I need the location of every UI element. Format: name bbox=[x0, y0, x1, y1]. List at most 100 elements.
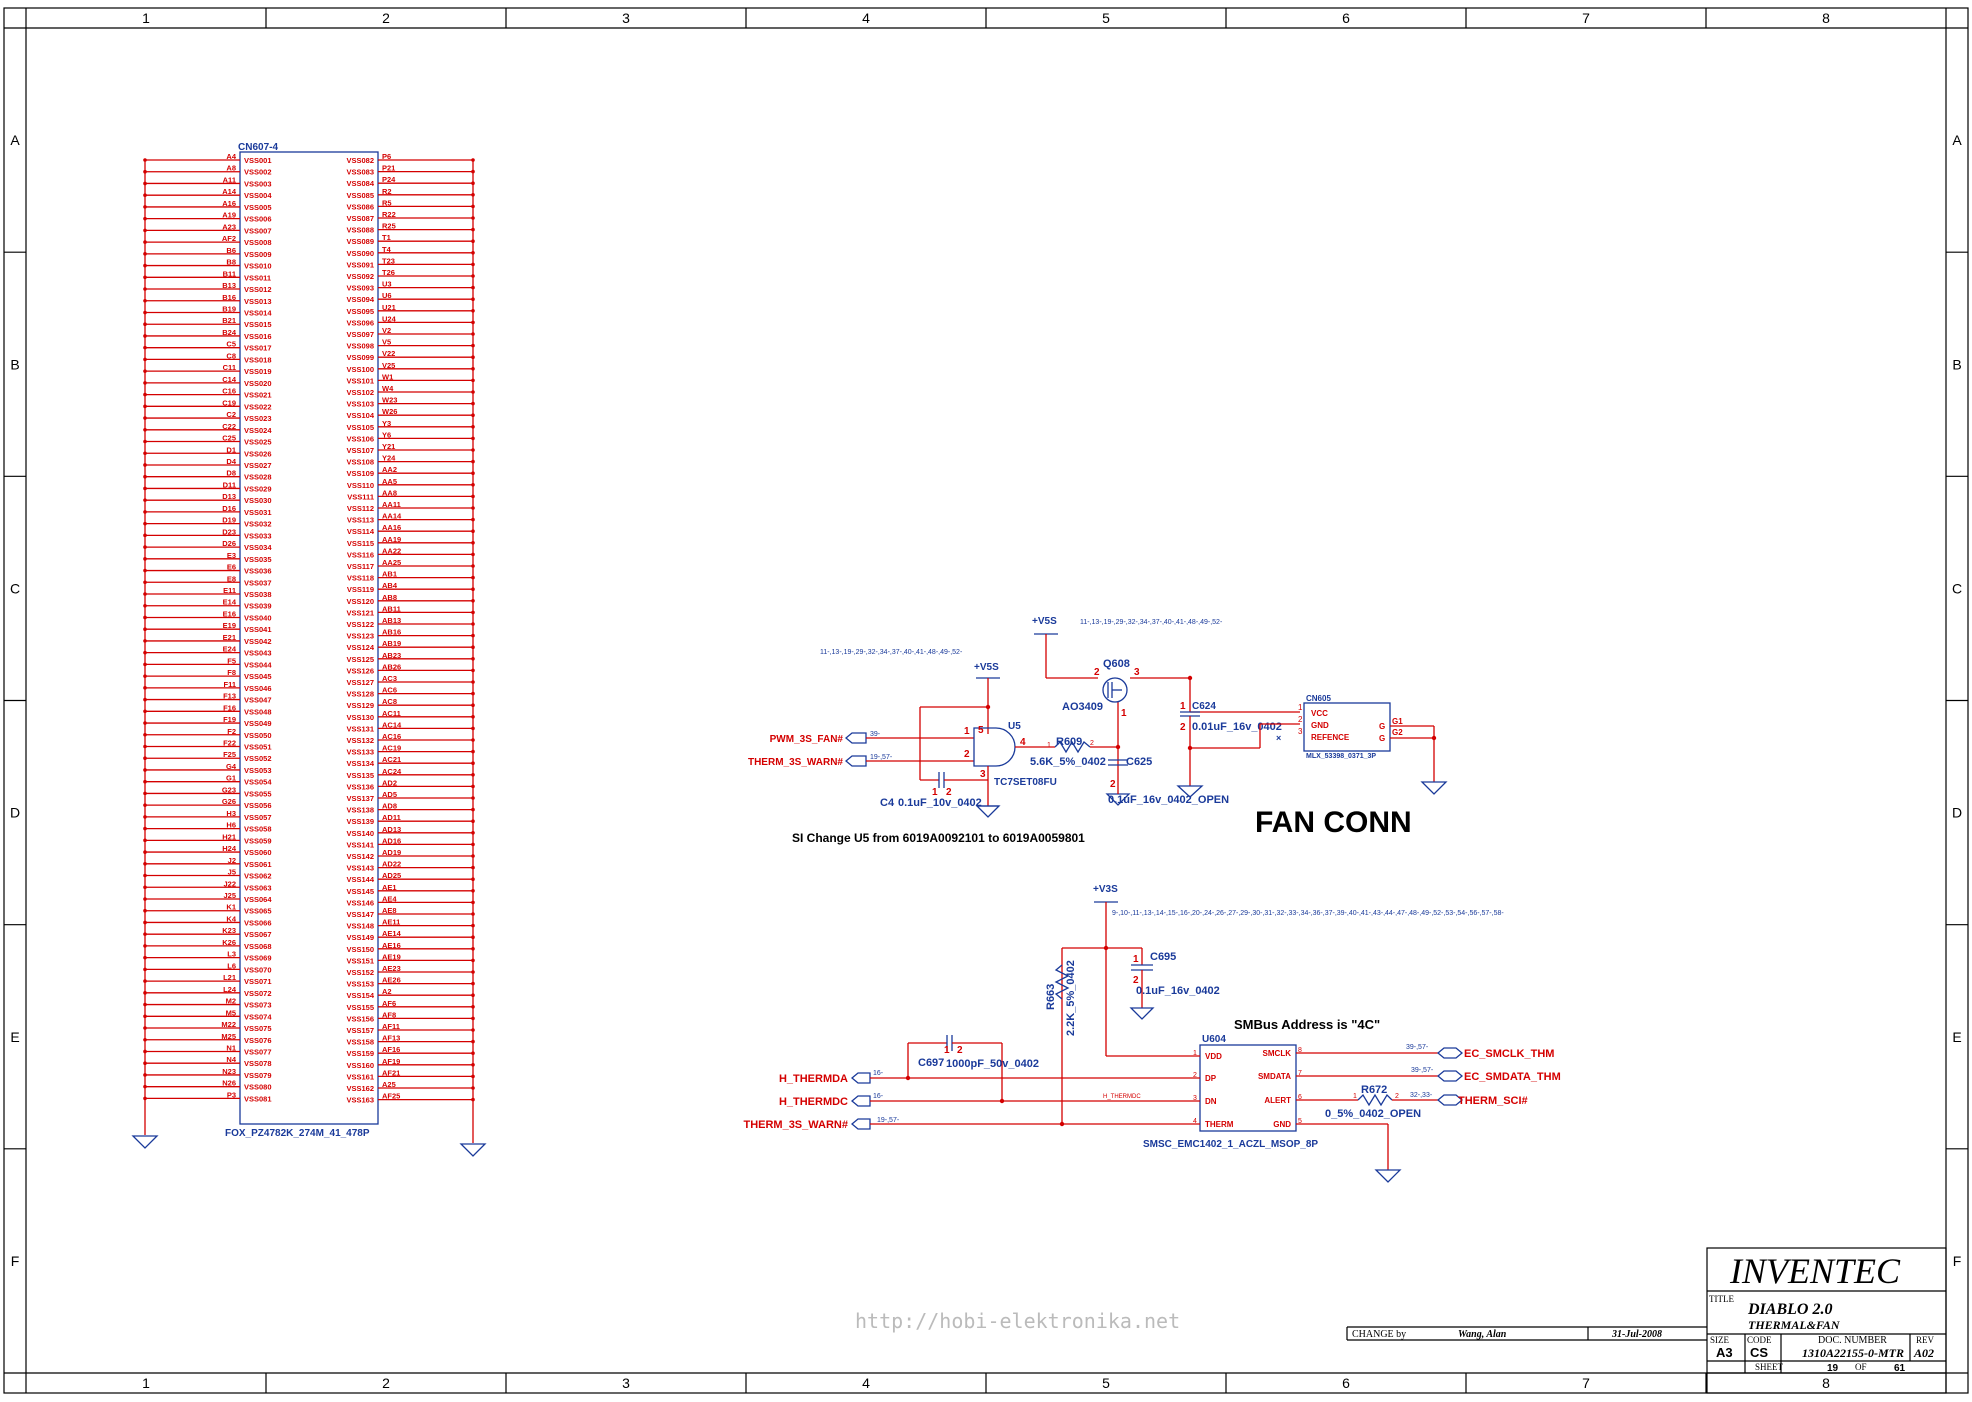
row-label-right: E bbox=[1952, 1029, 1961, 1045]
cn607-right-net: VSS136 bbox=[346, 782, 374, 791]
row-label-right: C bbox=[1952, 580, 1962, 596]
cn607-right-pin: T23 bbox=[382, 256, 395, 265]
cn607-right-net: VSS100 bbox=[346, 365, 374, 374]
cn607-left-pin: L6 bbox=[227, 961, 236, 970]
change-by-name: Wang, Alan bbox=[1458, 1329, 1507, 1340]
cn605-part: MLX_53398_0371_3P bbox=[1306, 753, 1376, 760]
cn607-right-pin: AE14 bbox=[382, 929, 402, 938]
cn607-right-net: VSS158 bbox=[346, 1038, 374, 1047]
therm-warn-offpage-icon bbox=[850, 1118, 871, 1130]
ec-smclk-thm-label: EC_SMCLK_THM bbox=[1464, 1048, 1554, 1060]
cn607-right-pin: R5 bbox=[382, 198, 392, 207]
cn607-left-net: VSS033 bbox=[244, 531, 272, 540]
cn607-right-net: VSS085 bbox=[346, 191, 374, 200]
cn607-left-pin: D4 bbox=[226, 457, 236, 466]
cn607-right-pin: AB11 bbox=[382, 604, 401, 613]
smdata-offpage-icon bbox=[1436, 1070, 1464, 1082]
cn607-left-net: VSS012 bbox=[244, 285, 272, 294]
svg-text:VCC: VCC bbox=[1311, 709, 1328, 718]
u604-left-pin-number: 1 bbox=[1193, 1050, 1197, 1057]
cn607-right-net: VSS089 bbox=[346, 237, 374, 246]
cn607-left-net: VSS072 bbox=[244, 989, 272, 998]
cn607-right-pin: AD11 bbox=[382, 813, 401, 822]
cn607-left-pin: D16 bbox=[222, 504, 236, 513]
cn607-right-net: VSS094 bbox=[346, 295, 374, 304]
q608-part: AO3409 bbox=[1062, 701, 1103, 713]
cn607-left-pin: D11 bbox=[223, 480, 236, 489]
cn607-right-net: VSS095 bbox=[346, 307, 374, 316]
cn607-left-net: VSS022 bbox=[244, 402, 272, 411]
cn607-left-net: VSS030 bbox=[244, 496, 272, 505]
cn607-right-net: VSS110 bbox=[347, 481, 374, 490]
cn607-left-pin: E8 bbox=[227, 574, 236, 583]
r672-resistor bbox=[1357, 1093, 1393, 1107]
cn607-left-pin: D13 bbox=[222, 492, 236, 501]
row-label-right: B bbox=[1952, 356, 1961, 372]
svg-text:1: 1 bbox=[1121, 708, 1127, 719]
column-label-bottom: 5 bbox=[1102, 1375, 1110, 1391]
r609-ref: R609 bbox=[1056, 736, 1082, 748]
therm-3s-warn-label: THERM_3S_WARN# bbox=[743, 1119, 848, 1131]
svg-text:39-,57-: 39-,57- bbox=[1411, 1067, 1434, 1074]
cn607-left-pin: N4 bbox=[226, 1055, 236, 1064]
svg-text:2: 2 bbox=[957, 1045, 963, 1056]
cn607-left-net: VSS020 bbox=[244, 379, 272, 388]
cn607-right-net: VSS161 bbox=[346, 1072, 374, 1081]
row-label-right: D bbox=[1952, 805, 1962, 821]
cn607-right-net: VSS082 bbox=[346, 156, 374, 165]
cn607-left-net: VSS001 bbox=[244, 156, 272, 165]
u5-part: TC7SET08FU bbox=[994, 777, 1057, 788]
cn607-right-net: VSS129 bbox=[346, 701, 374, 710]
cn607-right-pin: AE19 bbox=[382, 952, 401, 961]
cn607-right-pin: AA2 bbox=[382, 465, 397, 474]
cn607-right-net: VSS103 bbox=[346, 400, 374, 409]
cn607-left-pin: B16 bbox=[222, 293, 236, 302]
cn607-left-net: VSS005 bbox=[244, 203, 272, 212]
column-label-bottom: 8 bbox=[1822, 1375, 1830, 1391]
column-label-top: 5 bbox=[1102, 10, 1110, 26]
cn607-left-net: VSS068 bbox=[244, 942, 272, 951]
cn607-right-pin: AB1 bbox=[382, 570, 397, 579]
cn607-left-pin: B11 bbox=[223, 269, 236, 278]
cn607-right-net: VSS155 bbox=[346, 1003, 374, 1012]
doc-number: 1310A22155-0-MTR bbox=[1802, 1346, 1904, 1360]
svg-text:1: 1 bbox=[944, 1045, 950, 1056]
cn607-right-net: VSS148 bbox=[346, 922, 374, 931]
cn607-right-net: VSS121 bbox=[346, 608, 374, 617]
c695-value: 0.1uF_16v_0402 bbox=[1136, 985, 1220, 997]
cn607-left-pin: A4 bbox=[226, 152, 236, 161]
c624-ground-icon bbox=[1176, 785, 1204, 798]
cn607-left-pin: C16 bbox=[222, 387, 236, 396]
smbus-note: SMBus Address is "4C" bbox=[1234, 1017, 1380, 1032]
cn607-right-net: VSS141 bbox=[346, 840, 374, 849]
cn607-left-pin: H3 bbox=[226, 809, 236, 818]
cn607-left-net: VSS041 bbox=[244, 625, 272, 634]
cn607-left-pin: A19 bbox=[222, 211, 236, 220]
cn607-left-net: VSS004 bbox=[244, 191, 272, 200]
cn607-right-pin: W26 bbox=[382, 407, 397, 416]
cn607-left-net: VSS007 bbox=[244, 226, 272, 235]
cn607-left-pin: F25 bbox=[223, 750, 236, 759]
cn607-right-net: VSS111 bbox=[347, 492, 374, 501]
thermal-sensor-circuit: +V3S 9-,10-,11-,13-,14-,15-,16-,20-,24-,… bbox=[743, 884, 1561, 1183]
svg-text:39-,57-: 39-,57- bbox=[1406, 1044, 1429, 1051]
cn607-right-net: VSS107 bbox=[346, 446, 374, 455]
column-label-bottom: 6 bbox=[1342, 1375, 1350, 1391]
cn607-right-net: VSS106 bbox=[346, 434, 374, 443]
cn607-right-pin: Y6 bbox=[382, 430, 391, 439]
cn607-left-pin: N23 bbox=[222, 1067, 236, 1076]
v5s-label-u5: +V5S bbox=[974, 662, 999, 673]
svg-text:TITLE: TITLE bbox=[1709, 1294, 1734, 1304]
cn607-right-net: VSS150 bbox=[346, 945, 374, 954]
cn607-left-pin: D8 bbox=[226, 469, 236, 478]
cn607-right-pin: AA14 bbox=[382, 512, 402, 521]
sci-offpage-icon bbox=[1436, 1094, 1464, 1106]
c697-value: 1000pF_50v_0402 bbox=[946, 1058, 1039, 1070]
cn607-left-pin: F11 bbox=[223, 680, 236, 689]
cn607-right-net: VSS127 bbox=[346, 678, 374, 687]
title-block: INVENTEC TITLE DIABLO 2.0 THERMAL&FAN SI… bbox=[1346, 1247, 1947, 1394]
u604-left-pin: DP bbox=[1205, 1074, 1217, 1083]
cn607-right-net: VSS154 bbox=[346, 991, 374, 1000]
u604-left-pin-number: 4 bbox=[1193, 1118, 1197, 1125]
ground-symbol-left bbox=[131, 1135, 159, 1149]
